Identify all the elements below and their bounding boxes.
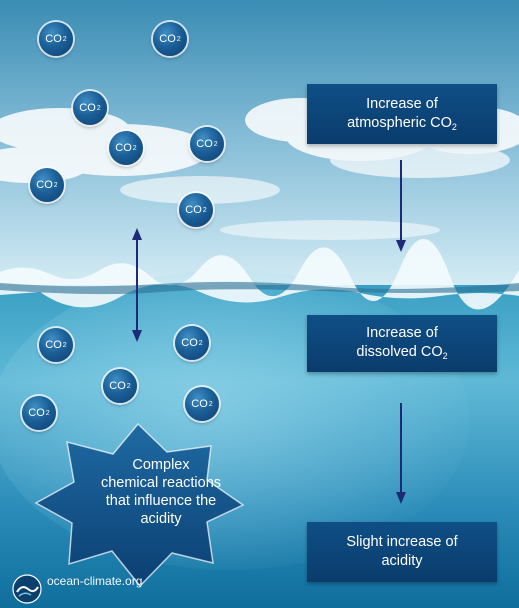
molecule-formula: CO <box>191 398 208 410</box>
logo-icon <box>12 574 42 604</box>
molecule-subscript: 2 <box>53 181 58 189</box>
box-acidity: Slight increase of acidity <box>307 522 497 582</box>
reaction-star <box>34 422 245 588</box>
box-line2-subscript: 2 <box>451 121 457 132</box>
molecule-subscript: 2 <box>132 144 137 152</box>
molecule-subscript: 2 <box>126 382 131 390</box>
molecule-formula: CO <box>196 138 213 150</box>
box-line2-text: atmospheric CO <box>347 114 452 131</box>
molecule-subscript: 2 <box>96 104 101 112</box>
box-dissolved-co2: Increase of dissolved CO2 <box>307 315 497 372</box>
molecule-formula: CO <box>36 179 53 191</box>
box-line1: Increase of <box>366 325 438 342</box>
wave-shadow <box>0 281 519 295</box>
exchange-arrow <box>132 228 142 342</box>
molecule-formula: CO <box>115 142 132 154</box>
box-line1: Slight increase of <box>346 533 458 550</box>
arrow-atmosphere-to-dissolved <box>396 160 406 252</box>
molecule-subscript: 2 <box>62 341 67 349</box>
box-line2: dissolved CO2 <box>307 343 497 363</box>
molecule-formula: CO <box>28 407 45 419</box>
box-atmospheric-co2: Increase of atmospheric CO2 <box>307 84 497 144</box>
box-line2-subscript: 2 <box>442 351 448 362</box>
molecule-formula: CO <box>185 204 202 216</box>
reaction-label: Complex chemical reactions that influenc… <box>86 456 236 529</box>
molecule-formula: CO <box>159 33 176 45</box>
molecule-formula: CO <box>45 33 62 45</box>
molecule-subscript: 2 <box>176 35 181 43</box>
molecule-subscript: 2 <box>45 409 50 417</box>
box-line2: atmospheric CO2 <box>307 114 497 134</box>
molecule-formula: CO <box>45 339 62 351</box>
reaction-label-line: chemical reactions <box>100 475 222 492</box>
arrow-dissolved-to-acidity <box>396 403 406 504</box>
molecule-formula: CO <box>79 102 96 114</box>
footer-link[interactable]: ocean-climate.org <box>47 574 143 588</box>
box-line2: acidity <box>307 552 497 572</box>
reaction-label-line: acidity <box>140 511 182 528</box>
reaction-label-line: Complex <box>132 457 190 473</box>
molecule-formula: CO <box>181 337 198 349</box>
box-line2-text: acidity <box>381 552 423 569</box>
molecule-subscript: 2 <box>208 400 213 408</box>
box-line2-text: dissolved CO <box>356 344 443 361</box>
reaction-label-line: that influence the <box>105 493 217 510</box>
molecule-subscript: 2 <box>202 206 207 214</box>
footer: ocean-climate.org <box>14 574 142 588</box>
molecule-formula: CO <box>109 380 126 392</box>
molecule-subscript: 2 <box>62 35 67 43</box>
molecule-subscript: 2 <box>213 140 218 148</box>
molecule-subscript: 2 <box>198 339 203 347</box>
box-line1: Increase of <box>366 95 438 112</box>
